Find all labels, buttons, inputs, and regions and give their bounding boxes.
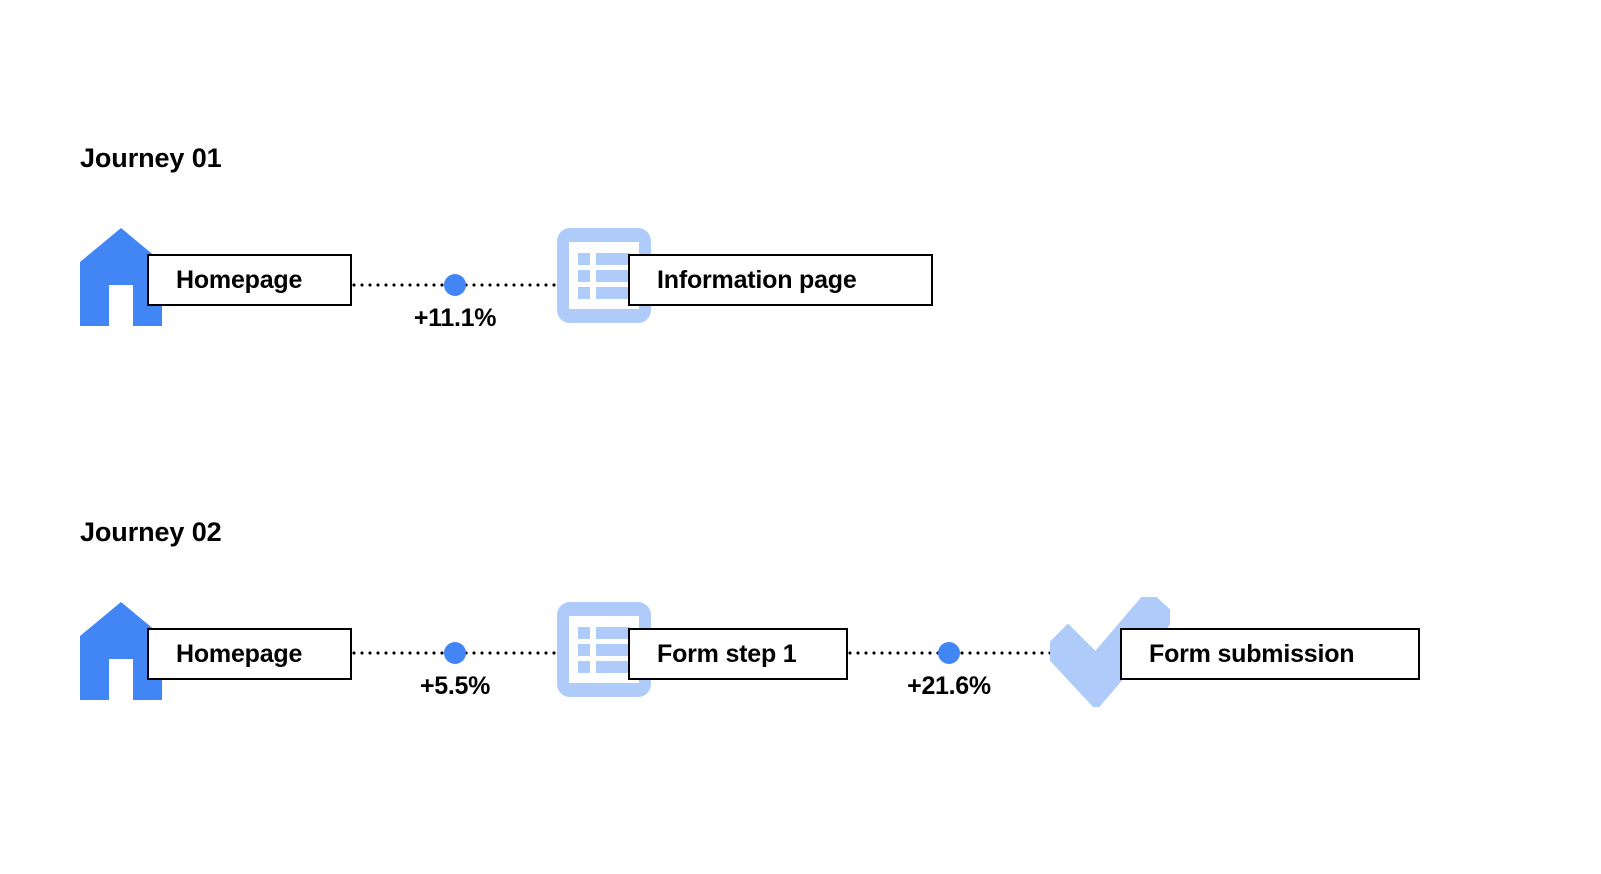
transition-node-dot[interactable] xyxy=(444,274,466,296)
house-icon xyxy=(80,228,162,326)
node-label: Form step 1 xyxy=(657,639,797,668)
check-icon xyxy=(1050,597,1170,707)
node-box-information-page[interactable]: Information page xyxy=(628,254,933,306)
journey-01-flow: Homepage +11.1% Infor xyxy=(0,228,1601,358)
node-box-homepage[interactable]: Homepage xyxy=(147,254,352,306)
node-label: Homepage xyxy=(176,639,303,668)
transition-node-dot[interactable] xyxy=(938,642,960,664)
list-page-icon xyxy=(557,228,651,323)
node-label: Information page xyxy=(657,265,857,294)
journey-02-title: Journey 02 xyxy=(80,517,222,547)
transition-node-dot[interactable] xyxy=(444,642,466,664)
connector-j2-2 xyxy=(846,651,1126,655)
connector-j2-1 xyxy=(350,651,632,655)
journey-02-flow: Homepage +5.5% Form s xyxy=(0,597,1601,732)
transition-label: +21.6% xyxy=(907,672,991,700)
connector-j1-1 xyxy=(350,283,632,287)
transition-label: +11.1% xyxy=(413,304,497,332)
node-box-form-step-1[interactable]: Form step 1 xyxy=(628,628,848,680)
node-box-form-submission[interactable]: Form submission xyxy=(1120,628,1420,680)
transition-label: +5.5% xyxy=(419,672,491,700)
list-page-icon xyxy=(557,602,651,697)
house-icon xyxy=(80,602,162,700)
node-box-homepage[interactable]: Homepage xyxy=(147,628,352,680)
node-label: Homepage xyxy=(176,265,303,294)
journey-01-title: Journey 01 xyxy=(80,143,222,173)
node-label: Form submission xyxy=(1149,639,1355,668)
